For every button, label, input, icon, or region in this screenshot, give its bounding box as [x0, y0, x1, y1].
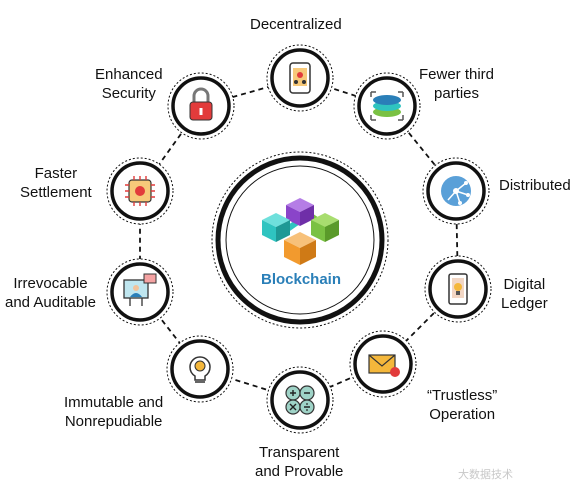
- phone-network-icon: [289, 62, 311, 94]
- label-decentralized: Decentralized: [250, 16, 342, 33]
- presentation-user-icon: [123, 273, 157, 306]
- node-circles: [106, 44, 492, 434]
- node-decentralized: [266, 44, 334, 112]
- math-operators-icon: [285, 385, 315, 415]
- watermark: 大数据技术: [458, 469, 513, 481]
- node-trustless-operation: [349, 330, 417, 398]
- center-label: Blockchain: [260, 271, 342, 288]
- bulb-gear-icon: [189, 356, 211, 383]
- layers-icon: [370, 91, 404, 121]
- node-distributed: [422, 157, 490, 225]
- node-enhanced-security: [167, 72, 235, 140]
- blockchain-cubes-icon: [262, 198, 339, 265]
- padlock-icon: [189, 87, 213, 121]
- network-node-icon: [441, 176, 471, 206]
- node-faster-settlement: [106, 157, 174, 225]
- node-immutable: [166, 335, 234, 403]
- node-digital-ledger: [424, 255, 492, 323]
- node-transparent-provable: [266, 366, 334, 434]
- processor-chip-icon: [125, 176, 155, 206]
- label-trustless-operation: “Trustless”Operation: [427, 387, 498, 423]
- envelope-icon: [368, 354, 400, 377]
- tablet-bulb-icon: [448, 273, 468, 305]
- node-fewer-third-parties: [353, 72, 421, 140]
- label-distributed: Distributed: [499, 177, 571, 194]
- node-irrevocable: [106, 258, 174, 326]
